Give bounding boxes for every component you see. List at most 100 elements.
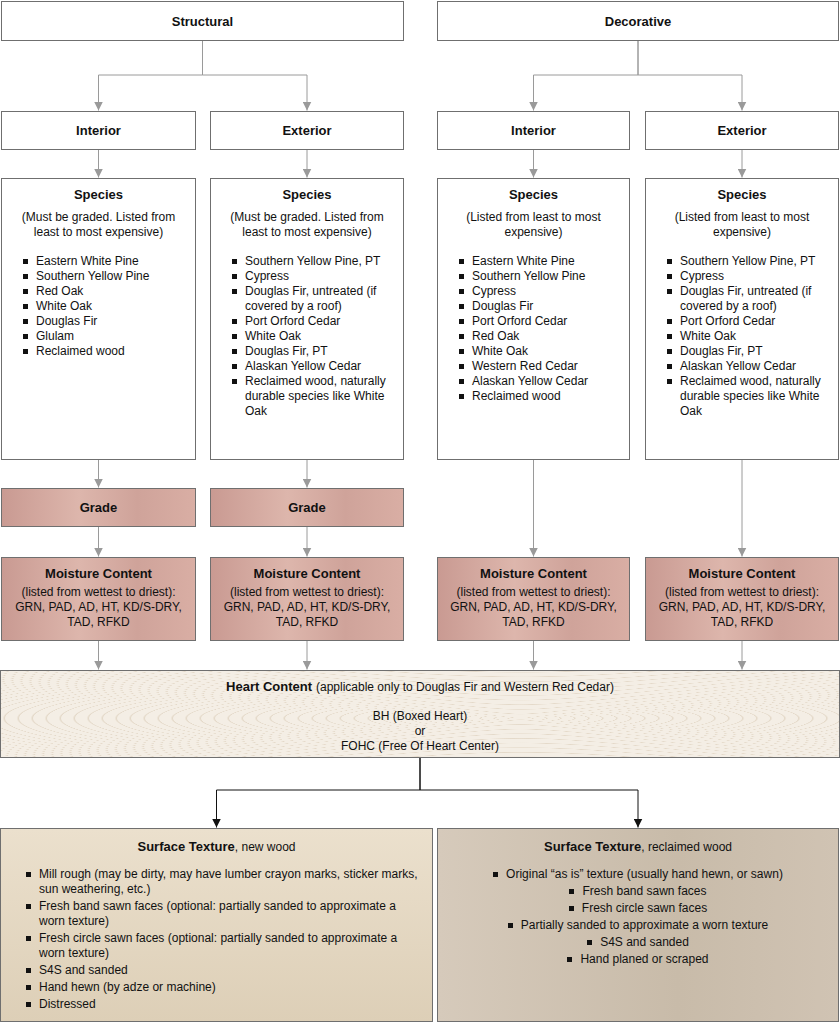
box-heading: Surface Texture [138, 839, 235, 854]
grade-box: Grade [1, 488, 196, 527]
list-item: Douglas Fir, PT [219, 344, 395, 359]
box-heading: Moisture Content [654, 566, 830, 581]
list-item: Distressed [13, 997, 420, 1012]
box-heading: Heart Content [226, 679, 312, 694]
connector [307, 460, 308, 488]
box-note: (listed from wettest to driest): GRN, PA… [219, 585, 395, 630]
list-item: Reclaimed wood [10, 344, 187, 359]
box-note: (Listed from least to most expensive) [654, 210, 830, 240]
list-item: Hand planed or scraped [450, 952, 826, 967]
box-note: (listed from wettest to driest): GRN, PA… [446, 585, 621, 630]
species-box: Species(Listed from least to most expens… [645, 178, 839, 460]
heart-content-band: Heart Content (applicable only to Douglas… [0, 670, 840, 758]
list-item: Port Orford Cedar [219, 314, 395, 329]
category-box: Interior [1, 111, 196, 150]
list-item: Southern Yellow Pine [10, 269, 187, 284]
connector [533, 150, 534, 178]
list-item: White Oak [446, 344, 621, 359]
list-item: Cypress [654, 269, 830, 284]
box-heading: Species [446, 187, 621, 202]
list-item: Fresh band sawn faces (optional: partial… [13, 899, 420, 929]
category-box: Decorative [437, 1, 839, 41]
connector [307, 641, 308, 670]
category-box: Interior [437, 111, 630, 150]
list-item: Partially sanded to approximate a worn t… [450, 918, 826, 933]
list-item: Douglas Fir, PT [654, 344, 830, 359]
list-item: S4S and sanded [13, 963, 420, 978]
list-item: Douglas Fir, untreated (if covered by a … [219, 284, 395, 314]
list-item: Red Oak [446, 329, 621, 344]
box-line: FOHC (Free Of Heart Center) [11, 739, 829, 754]
box-heading: Decorative [605, 14, 671, 29]
box-note: (Listed from least to most expensive) [446, 210, 621, 240]
box-heading: Moisture Content [219, 566, 395, 581]
list-item: Southern Yellow Pine [446, 269, 621, 284]
connector [638, 41, 742, 111]
list-item: Southern Yellow Pine, PT [654, 254, 830, 269]
box-note: (listed from wettest to driest): GRN, PA… [654, 585, 830, 630]
list-item: Eastern White Pine [446, 254, 621, 269]
box-heading: Moisture Content [446, 566, 621, 581]
connector [98, 150, 99, 178]
box-line: BH (Boxed Heart) [11, 709, 829, 724]
moisture-box: Moisture Content (listed from wettest to … [1, 557, 196, 641]
box-heading: Interior [511, 123, 556, 138]
box-heading: Species [219, 187, 395, 202]
species-box: Species (Listed from least to most expens… [437, 178, 630, 460]
surface-texture-box: Surface Texture, new woodMill rough (may… [0, 828, 433, 1022]
list-item: Reclaimed wood, naturally durable specie… [219, 374, 395, 419]
grade-box: Grade [210, 488, 404, 527]
list-item: Fresh circle sawn faces [450, 901, 826, 916]
connector [742, 150, 743, 178]
list-item: Western Red Cedar [446, 359, 621, 374]
connector [534, 41, 639, 111]
category-box: Exterior [645, 111, 839, 150]
connector [217, 758, 421, 828]
connector [98, 460, 99, 488]
box-note: (listed from wettest to driest): GRN, PA… [10, 585, 187, 630]
box-note: (Must be graded. Listed from least to mo… [219, 210, 395, 240]
box-heading: Structural [172, 14, 233, 29]
connector [420, 758, 638, 828]
box-heading-suffix: , reclaimed wood [641, 840, 732, 854]
box-heading: Interior [76, 123, 121, 138]
moisture-box: Moisture Content (listed from wettest to … [437, 557, 630, 641]
box-heading: Grade [80, 500, 118, 515]
list-item: Alaskan Yellow Cedar [219, 359, 395, 374]
list-item: Cypress [219, 269, 395, 284]
list-item: Hand hewn (by adze or machine) [13, 980, 420, 995]
list-item: Eastern White Pine [10, 254, 187, 269]
list-item: Cypress [446, 284, 621, 299]
box-heading-suffix: (applicable only to Douglas Fir and West… [316, 680, 614, 694]
box-heading-suffix: , new wood [235, 840, 296, 854]
list-item: Red Oak [10, 284, 187, 299]
connector [98, 641, 99, 670]
list-item: Alaskan Yellow Cedar [446, 374, 621, 389]
list-item: Alaskan Yellow Cedar [654, 359, 830, 374]
list-item: Douglas Fir [446, 299, 621, 314]
box-heading: Exterior [282, 123, 331, 138]
list-item: Fresh circle sawn faces (optional: parti… [13, 931, 420, 961]
list-item: Reclaimed wood, naturally durable specie… [654, 374, 830, 419]
list-item: S4S and sanded [450, 935, 826, 950]
list-item: Port Orford Cedar [654, 314, 830, 329]
box-heading: Moisture Content [10, 566, 187, 581]
list-item: Reclaimed wood [446, 389, 621, 404]
connector [99, 41, 203, 111]
connector [533, 641, 534, 670]
box-line: or [11, 724, 829, 739]
category-box: Exterior [210, 111, 404, 150]
list-item: White Oak [10, 299, 187, 314]
surface-texture-box: Surface Texture, reclaimed woodOriginal … [437, 828, 839, 1022]
list-item: Mill rough (may be dirty, may have lumbe… [13, 867, 420, 897]
moisture-box: Moisture Content (listed from wettest to … [645, 557, 839, 641]
list-item: White Oak [654, 329, 830, 344]
list-item: Southern Yellow Pine, PT [219, 254, 395, 269]
connector [307, 527, 308, 557]
box-heading: Surface Texture [544, 839, 641, 854]
list-item: Douglas Fir [10, 314, 187, 329]
list-item: Glulam [10, 329, 187, 344]
connector [533, 460, 534, 557]
connector [307, 150, 308, 178]
